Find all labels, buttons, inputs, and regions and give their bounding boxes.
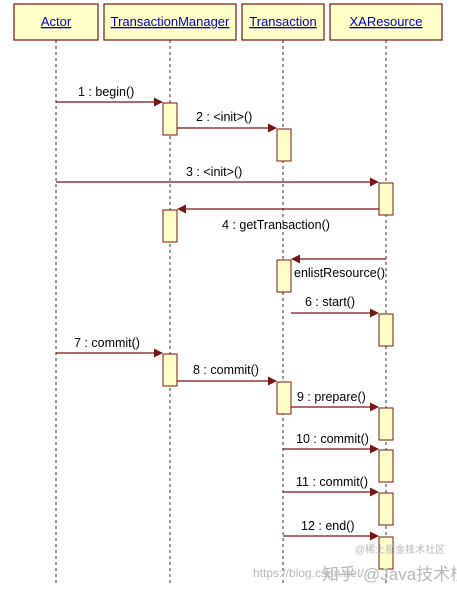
message-7-label: 7 : commit() — [74, 336, 140, 350]
watermark-url: https://blog.csdn.net/ — [253, 566, 364, 580]
message-9: 9 : prepare() — [291, 390, 379, 412]
activation-tm-commit — [162, 353, 178, 387]
message-5-label: enlistResource() — [294, 266, 385, 280]
lifeline-transaction-manager: TransactionManager — [103, 3, 237, 41]
activation-tx-enlist — [276, 259, 292, 293]
message-8: 8 : commit() — [177, 363, 277, 386]
message-9-label: 9 : prepare() — [297, 390, 366, 404]
message-10: 10 : commit() — [283, 432, 379, 454]
activation-tm-gettransaction — [162, 209, 178, 243]
message-1: 1 : begin() — [56, 85, 163, 107]
message-4: 4 : getTransaction() — [177, 204, 379, 232]
lifeline-xaresource: XAResource — [329, 3, 443, 41]
watermark-community: @稀土掘金技术社区 — [355, 545, 446, 556]
message-8-label: 8 : commit() — [193, 363, 259, 377]
activation-tx-commit — [276, 381, 292, 415]
activation-tx-init — [276, 128, 292, 162]
message-3: 3 : <init>() — [56, 165, 379, 187]
message-11-label: 11 : commit() — [296, 475, 368, 489]
message-6: 6 : start() — [291, 295, 379, 318]
lifeline-xaresource-label: XAResource — [350, 14, 423, 29]
activation-xa-end — [378, 536, 394, 570]
lifeline-actor: Actor — [13, 3, 99, 41]
activation-tm-begin — [162, 102, 178, 136]
message-1-label: 1 : begin() — [78, 85, 134, 99]
message-12-label: 12 : end() — [301, 519, 355, 533]
lifeline-actor-label: Actor — [41, 14, 72, 29]
activation-xa-init — [378, 182, 394, 216]
message-12: 12 : end() — [283, 519, 379, 541]
message-6-label: 6 : start() — [305, 295, 355, 309]
activation-xa-start — [378, 313, 394, 347]
lifeline-transaction-label: Transaction — [249, 14, 316, 29]
message-11: 11 : commit() — [283, 475, 379, 497]
lifeline-transaction-manager-label: TransactionManager — [111, 14, 230, 29]
message-2-label: 2 : <init>() — [196, 110, 252, 124]
activation-xa-commit-11 — [378, 492, 394, 526]
message-2: 2 : <init>() — [177, 110, 277, 133]
message-3-label: 3 : <init>() — [186, 165, 242, 179]
watermark-site: 知乎 — [322, 565, 356, 584]
activation-xa-prepare — [378, 407, 394, 441]
message-4-label: 4 : getTransaction() — [222, 218, 330, 232]
message-10-label: 10 : commit() — [296, 432, 369, 446]
watermark-author: @Java技术栈 — [363, 565, 457, 584]
message-5: enlistResource() — [291, 254, 386, 280]
message-7: 7 : commit() — [56, 336, 163, 358]
lifeline-transaction: Transaction — [241, 3, 325, 41]
activation-xa-commit-10 — [378, 449, 394, 483]
